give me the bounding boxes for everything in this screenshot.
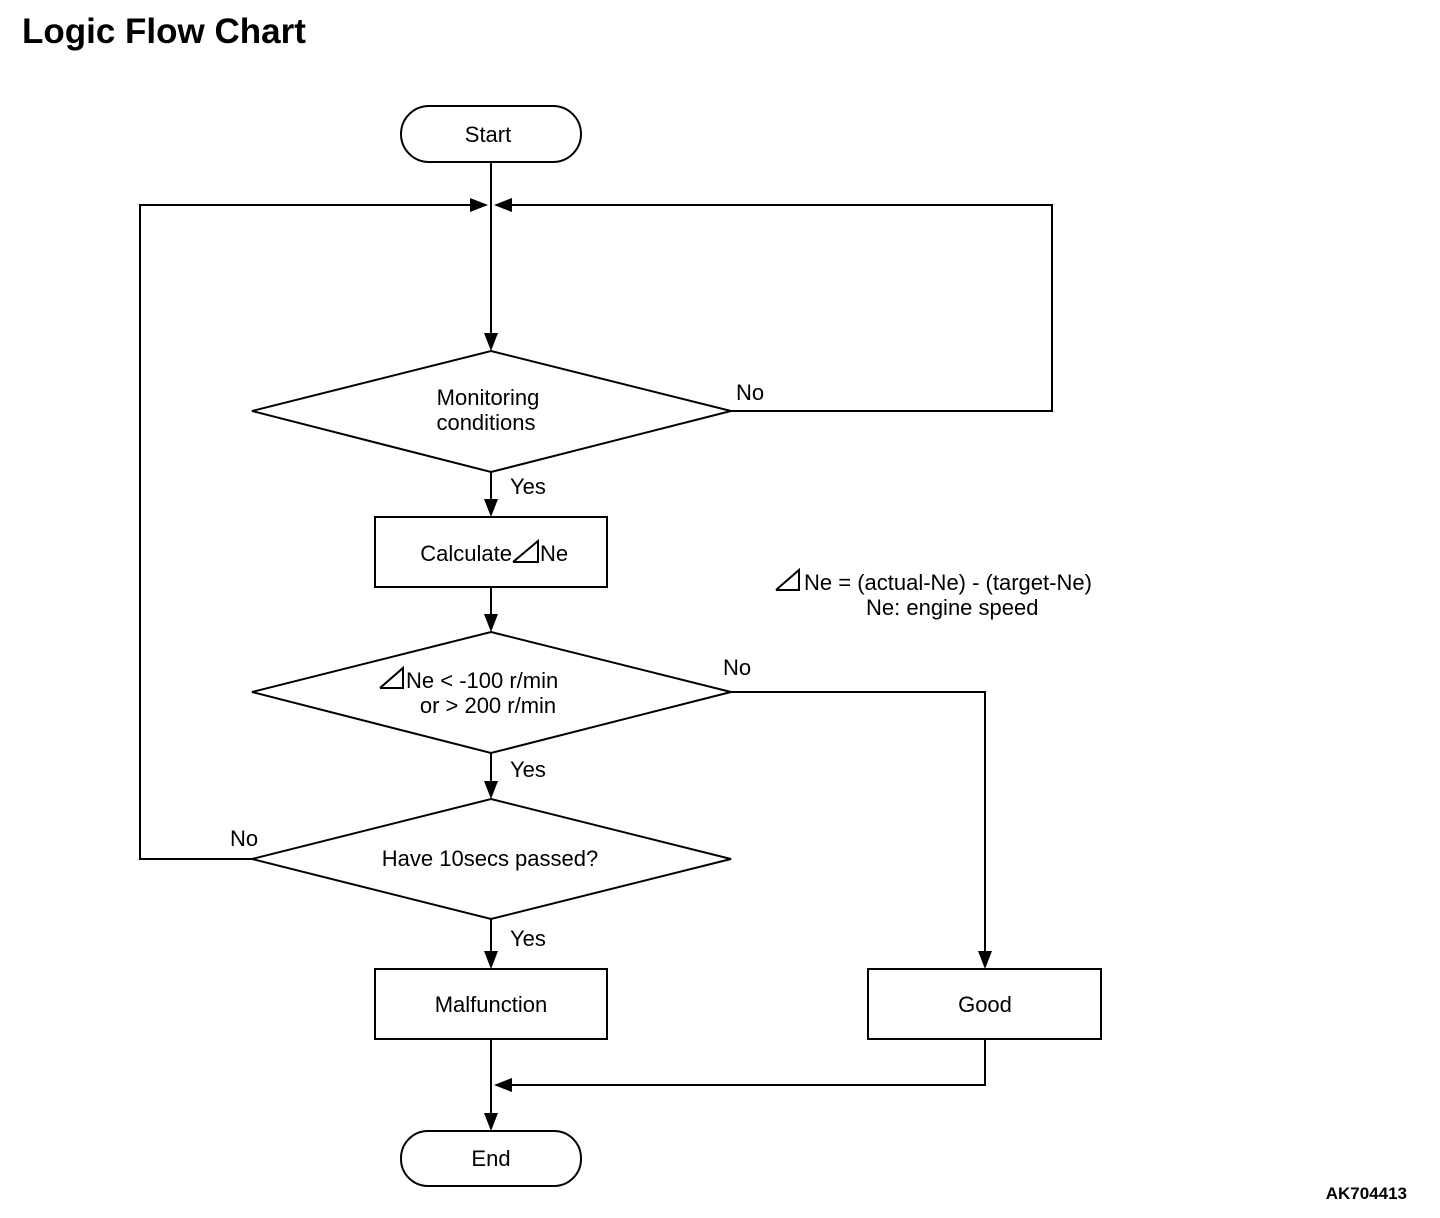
arrowhead-merge-right — [494, 198, 512, 212]
good-process — [867, 968, 1102, 1040]
reference-code: AK704413 — [1326, 1184, 1407, 1203]
threshold-label-line2: or > 200 r/min — [420, 693, 556, 718]
page-title: Logic Flow Chart — [22, 12, 306, 51]
arrowhead-monitoring-in — [484, 333, 498, 351]
arrowhead-merge-left — [470, 198, 488, 212]
delta-ne-threshold-decision — [251, 630, 732, 755]
arrowhead-calculate-in — [484, 499, 498, 517]
edge-label-time-no: No — [230, 826, 258, 851]
monitoring-label-line2: conditions — [436, 410, 535, 435]
end-label: End — [471, 1146, 510, 1171]
arrowhead-time-in — [484, 781, 498, 799]
calculate-label-suffix: Ne — [540, 541, 568, 566]
edge-label-threshold-yes: Yes — [510, 757, 546, 782]
calculate-label-prefix: Calculate — [420, 541, 512, 566]
arrowhead-threshold-in — [484, 614, 498, 632]
calculate-process — [374, 516, 608, 588]
time-check-decision — [251, 797, 732, 921]
edge-good-to-end — [510, 1039, 986, 1086]
malfunction-label: Malfunction — [435, 992, 548, 1017]
delta-triangle-icon — [379, 665, 404, 689]
start-label: Start — [465, 122, 511, 147]
edge-label-monitoring-yes: Yes — [510, 474, 546, 499]
edge-monitoring-no-loop — [512, 204, 1053, 412]
malfunction-process — [374, 968, 608, 1040]
edge-threshold-no — [731, 691, 986, 953]
arrowhead-good-merge — [494, 1078, 512, 1092]
delta-triangle-icon — [512, 538, 539, 563]
start-terminator — [400, 105, 582, 163]
good-label: Good — [958, 992, 1012, 1017]
monitoring-label-line1: Monitoring — [437, 385, 540, 410]
arrowhead-malfunction-in — [484, 951, 498, 969]
time-check-label: Have 10secs passed? — [382, 846, 598, 871]
edge-label-time-yes: Yes — [510, 926, 546, 951]
note-formula: Ne = (actual-Ne) - (target-Ne) — [804, 570, 1092, 595]
arrowhead-good-in — [978, 951, 992, 969]
note-definition: Ne: engine speed — [866, 595, 1038, 620]
monitoring-conditions-decision — [251, 349, 732, 474]
end-terminator — [400, 1130, 582, 1187]
delta-triangle-icon — [775, 567, 800, 591]
edge-label-monitoring-no: No — [736, 380, 764, 405]
arrowhead-end-in — [484, 1113, 498, 1131]
edge-time-no-loop — [139, 204, 470, 860]
edge-label-threshold-no: No — [723, 655, 751, 680]
threshold-label-line1: Ne < -100 r/min — [406, 668, 558, 693]
